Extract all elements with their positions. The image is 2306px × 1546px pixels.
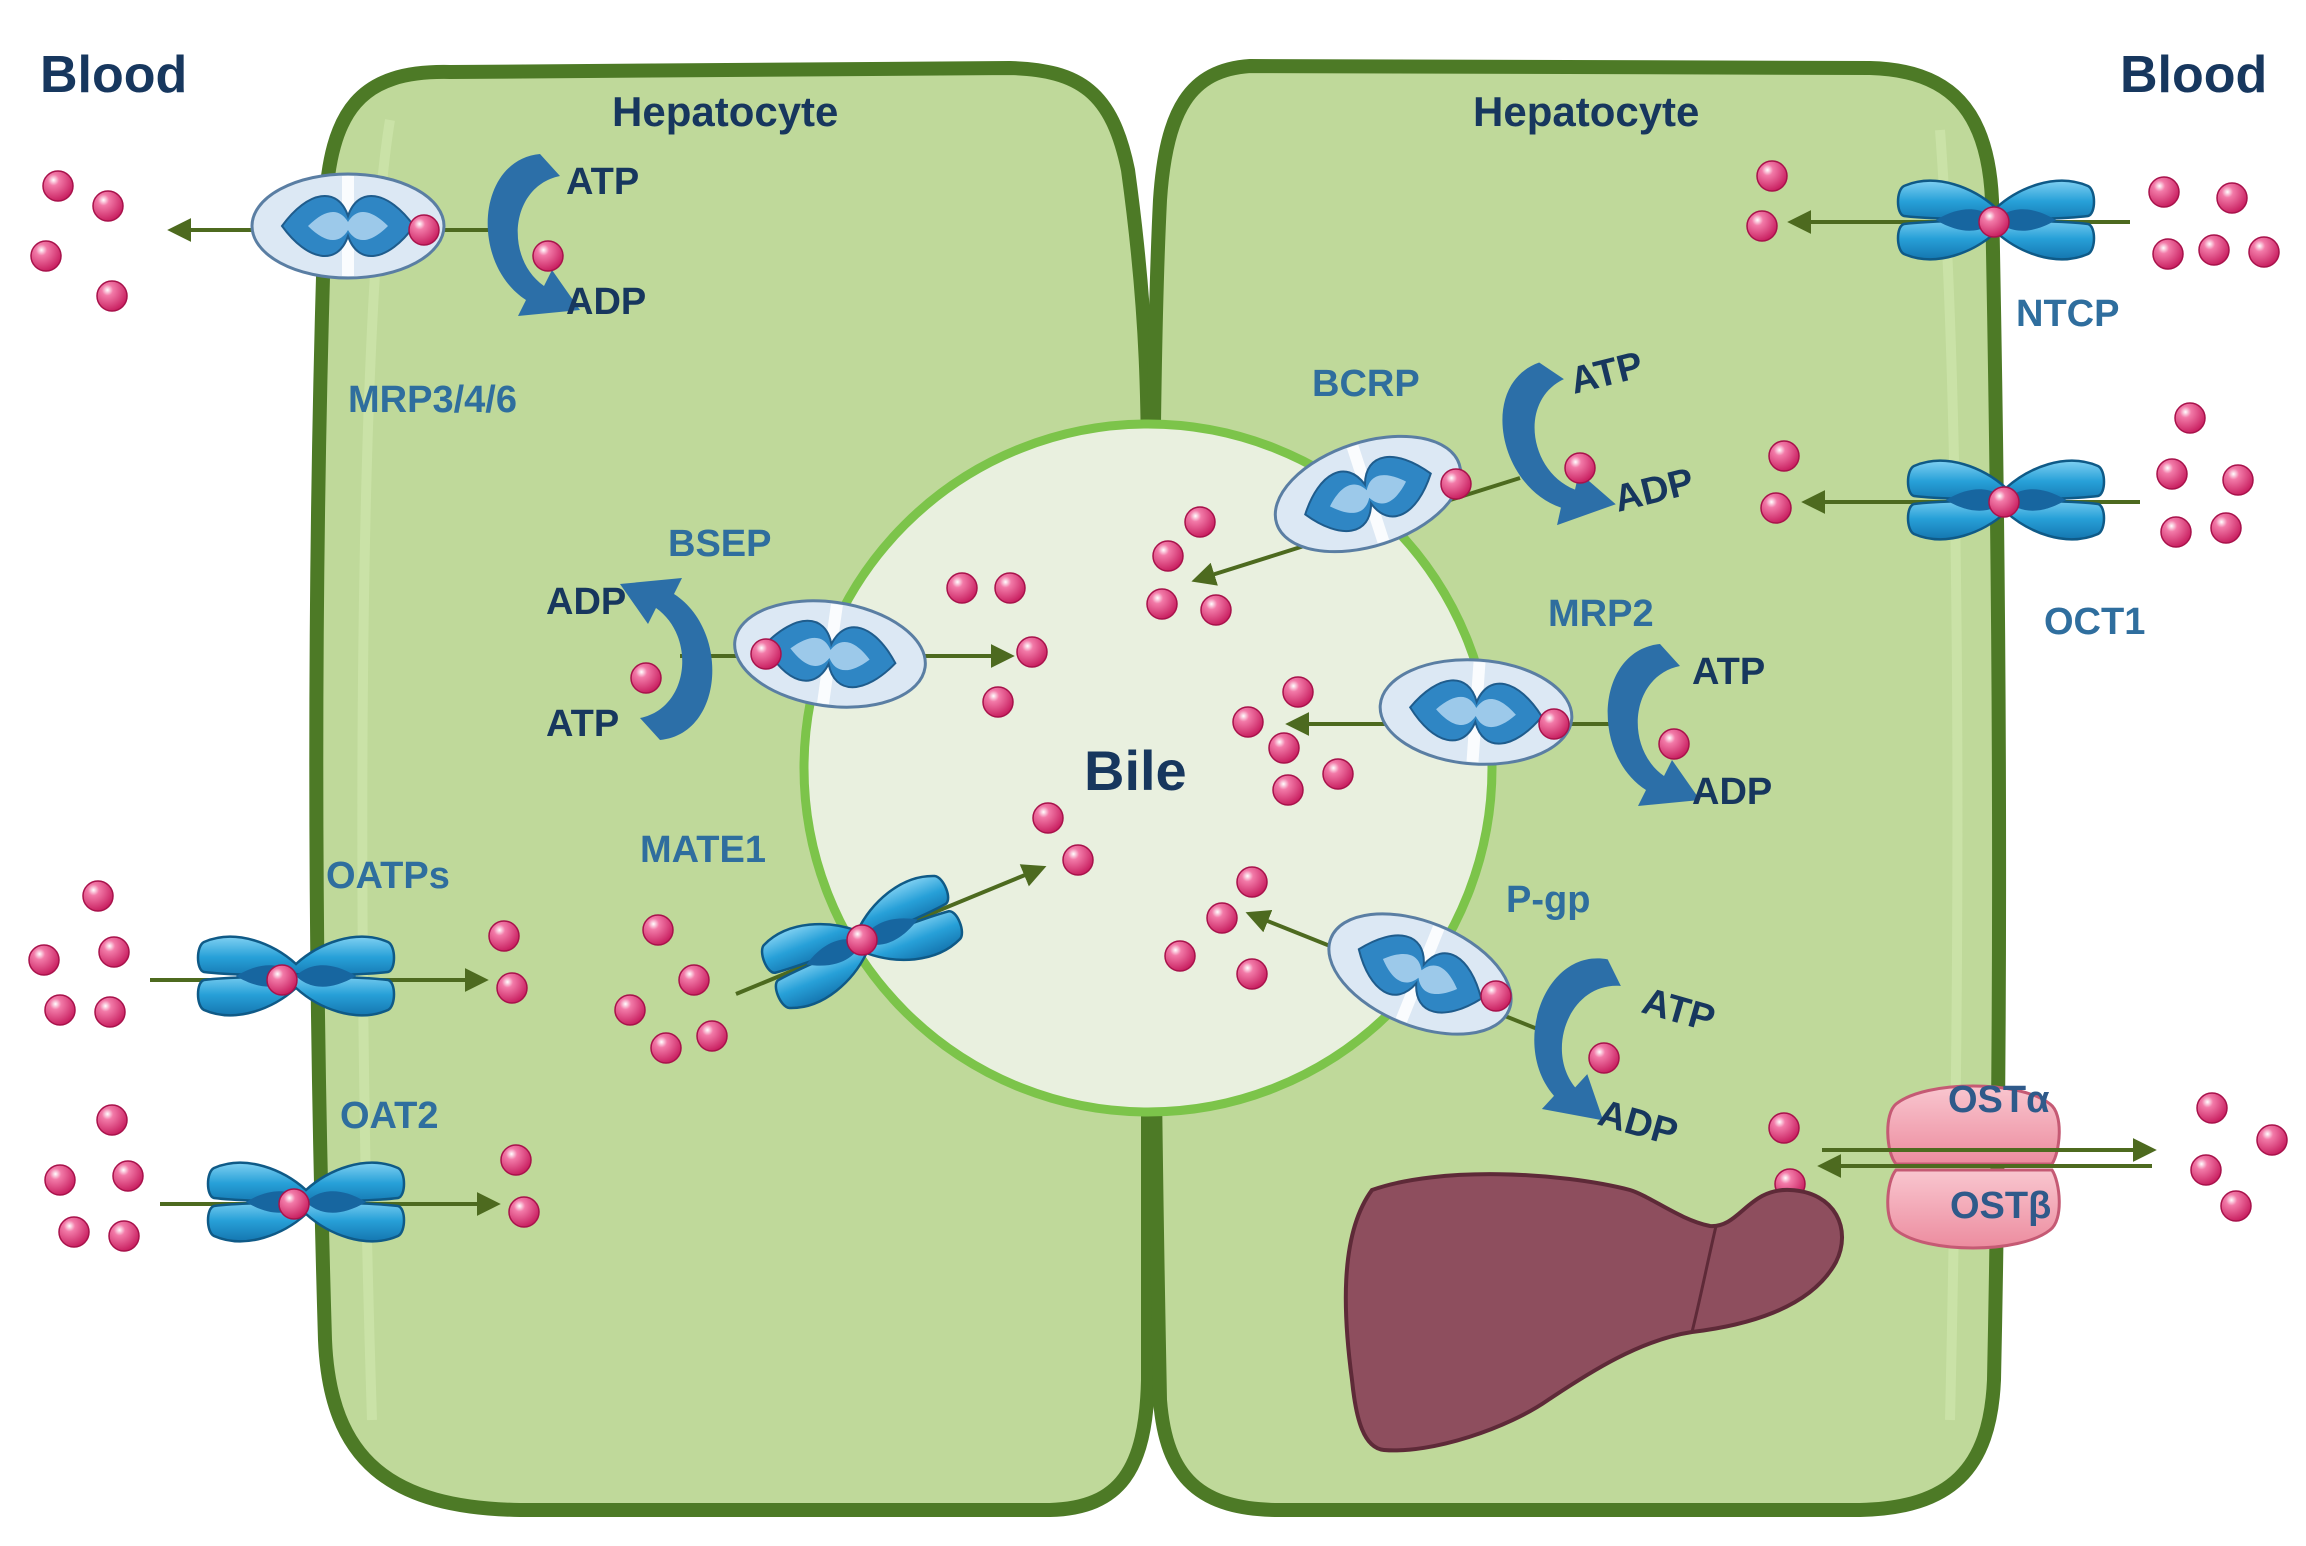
hepatocyte-right-cell [1145, 58, 2007, 1517]
adp-label: ADP [1692, 771, 1772, 813]
ost-beta-subunit [1886, 1168, 2061, 1250]
oct1-label: OCT1 [2044, 601, 2145, 643]
substrate-molecule-icon [750, 638, 782, 670]
substrate-molecule-icon [408, 214, 440, 246]
substrate-molecule-icon [266, 964, 298, 996]
substrate-molecule-icon [1480, 980, 1512, 1012]
ost-beta-label: OSTβ [1950, 1185, 2051, 1227]
ntcp-label: NTCP [2016, 293, 2119, 335]
ost-alpha-label: OSTα [1948, 1079, 2049, 1121]
substrate-group-blood-oat2 [44, 1104, 144, 1252]
blood-label-left: Blood [40, 46, 187, 104]
oat2-label: OAT2 [340, 1095, 439, 1137]
substrate-group-blood-oct1 [2156, 402, 2254, 548]
bsep-transporter: ADP ATP [546, 578, 1015, 745]
substrate-molecule-icon [1538, 708, 1570, 740]
oatps-transporter [150, 935, 489, 1017]
substrate-group-blood-ost [2190, 1092, 2288, 1222]
substrate-group-blood-topleft [30, 170, 128, 312]
mrp346-transporter: ATP ADP [167, 154, 646, 323]
bile-label: Bile [1084, 739, 1187, 802]
bcrp-label: BCRP [1312, 363, 1420, 405]
substrate-molecule-icon [1588, 1042, 1620, 1074]
mrp346-label: MRP3/4/6 [348, 379, 517, 421]
mate1-label: MATE1 [640, 829, 766, 871]
bsep-label: BSEP [668, 523, 771, 565]
substrate-molecule-icon [1978, 206, 2010, 238]
mrp2-label: MRP2 [1548, 593, 1654, 635]
blood-label-right: Blood [2120, 46, 2267, 104]
adp-label: ADP [546, 581, 626, 623]
substrate-molecule-icon [532, 240, 564, 272]
ntcp-transporter [1787, 179, 2130, 261]
substrate-molecule-icon [630, 662, 662, 694]
substrate-group-blood-oatps [28, 880, 130, 1028]
ost-alpha-subunit [1886, 1084, 2061, 1166]
ost-transporter: OSTα OSTβ [1817, 1079, 2157, 1250]
hepatocyte-label-right: Hepatocyte [1473, 88, 1699, 135]
pgp-label: P-gp [1506, 879, 1590, 921]
atp-label: ATP [546, 703, 619, 745]
adp-label: ADP [566, 281, 646, 323]
substrate-molecule-icon [1658, 728, 1690, 760]
oat2-transporter [160, 1161, 501, 1243]
substrate-molecule-icon [1988, 486, 2020, 518]
atp-label: ATP [1692, 651, 1765, 693]
substrate-group-blood-ntcp [2148, 176, 2280, 270]
oct1-transporter [1801, 459, 2140, 541]
mate1-transporter [735, 864, 1047, 1017]
atp-label: ATP [566, 161, 639, 203]
substrate-molecule-icon [1564, 452, 1596, 484]
substrate-molecule-icon [278, 1188, 310, 1220]
substrate-molecule-icon [1440, 468, 1472, 500]
mrp2-transporter: ATP ADP [1285, 644, 1772, 813]
liver-icon [1343, 1172, 1845, 1453]
substrate-molecule-icon [846, 924, 878, 956]
oatps-label: OATPs [326, 855, 450, 897]
hepatocyte-label-left: Hepatocyte [612, 88, 838, 135]
